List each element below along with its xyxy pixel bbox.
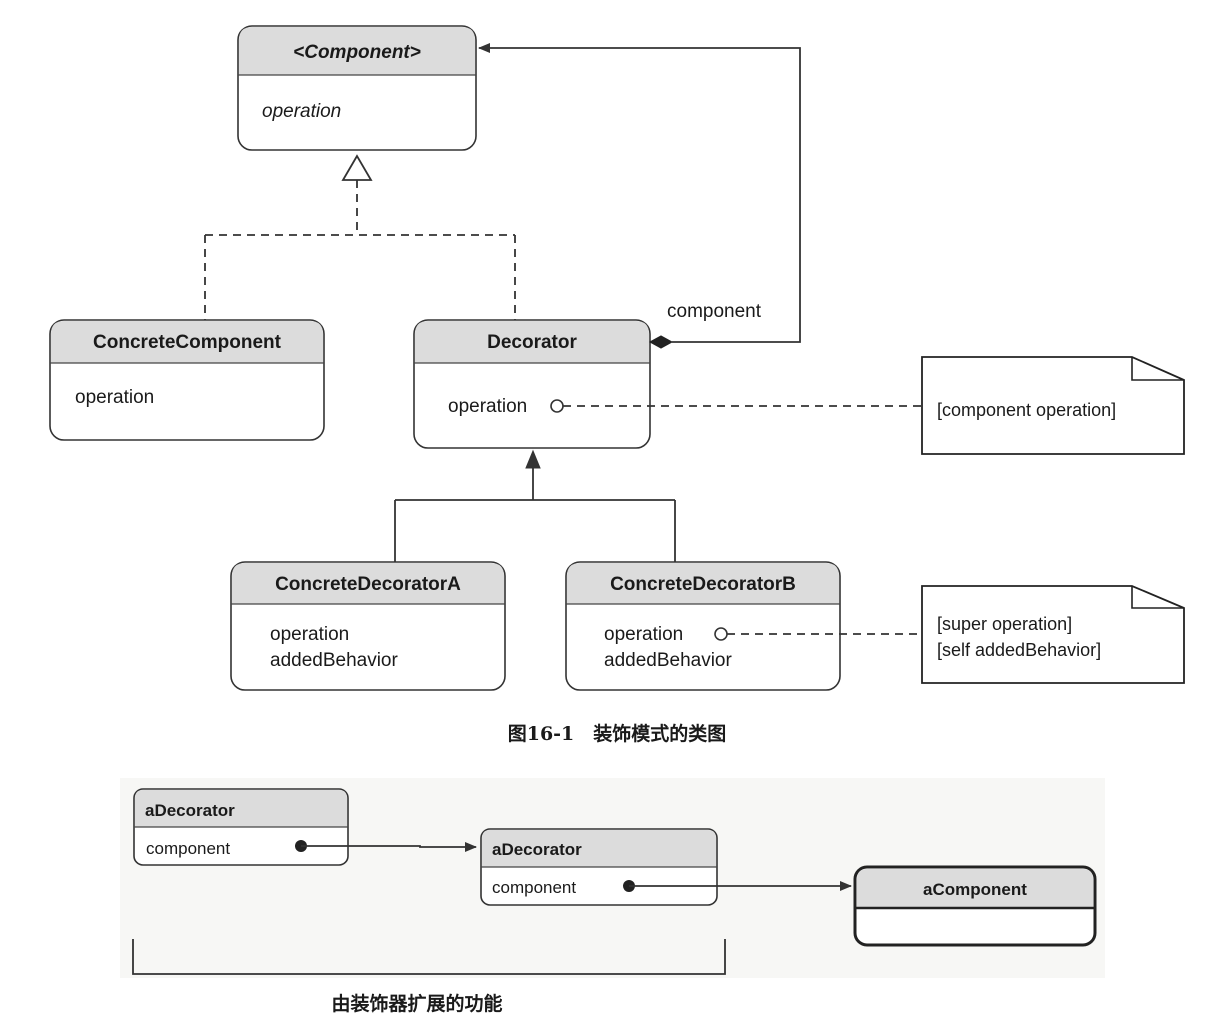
- figure1-caption: 图16-1 装饰模式的类图: [508, 722, 727, 745]
- concrete-decorator-a-operation: operation: [270, 624, 349, 645]
- aggregation-association: component: [478, 43, 801, 349]
- concrete-component-name: ConcreteComponent: [93, 332, 282, 353]
- note-decorator-b: [super operation] [self addedBehavior]: [727, 585, 1185, 684]
- decorator-operation: operation: [448, 396, 527, 417]
- concrete-component-operation: operation: [75, 387, 154, 408]
- object-decorator-1-name: aDecorator: [145, 801, 235, 820]
- object-decorator-1-field: component: [146, 839, 230, 858]
- note-decorator-operation: [component operation]: [563, 356, 1185, 455]
- note-decorator-b-line2: [self addedBehavior]: [937, 640, 1101, 660]
- note-decorator-text: [component operation]: [937, 400, 1116, 420]
- concrete-component-class: ConcreteComponent operation: [49, 319, 325, 441]
- component-operation: operation: [262, 101, 341, 122]
- bracket-label: 由装饰器扩展的功能: [331, 992, 502, 1015]
- association-label: component: [667, 301, 762, 322]
- object-component-name: aComponent: [923, 880, 1027, 899]
- concrete-decorator-b-added-behavior: addedBehavior: [604, 650, 732, 671]
- component-class-name: <Component>: [293, 42, 421, 63]
- decorator-class: Decorator operation: [413, 319, 651, 449]
- concrete-decorator-b-operation-anchor: [714, 627, 728, 641]
- concrete-decorator-b-name: ConcreteDecoratorB: [610, 574, 796, 595]
- inheritance-lines: [394, 449, 676, 562]
- note-decorator-b-line1: [super operation]: [937, 614, 1072, 634]
- decorator-name: Decorator: [487, 332, 577, 353]
- object-decorator-1: aDecorator component: [133, 788, 349, 866]
- aggregation-diamond: [648, 335, 674, 349]
- object-component: aComponent: [853, 865, 1097, 947]
- concrete-decorator-b-class: ConcreteDecoratorB operation addedBehavi…: [565, 561, 841, 691]
- extension-bracket: [132, 939, 726, 975]
- reference-arrow-1: [301, 842, 477, 852]
- object-decorator-2-field: component: [492, 878, 576, 897]
- concrete-decorator-a-added-behavior: addedBehavior: [270, 650, 398, 671]
- realization-triangle: [341, 154, 373, 181]
- decorator-operation-anchor: [550, 399, 564, 413]
- concrete-decorator-a-class: ConcreteDecoratorA operation addedBehavi…: [230, 561, 506, 691]
- object-decorator-2: aDecorator component: [480, 828, 718, 906]
- concrete-decorator-b-operation: operation: [604, 624, 683, 645]
- concrete-decorator-a-name: ConcreteDecoratorA: [275, 574, 461, 595]
- realization-lines: [204, 154, 516, 320]
- component-class: <Component> operation: [237, 25, 477, 151]
- inheritance-arrowhead: [525, 449, 541, 469]
- object-decorator-2-name: aDecorator: [492, 840, 582, 859]
